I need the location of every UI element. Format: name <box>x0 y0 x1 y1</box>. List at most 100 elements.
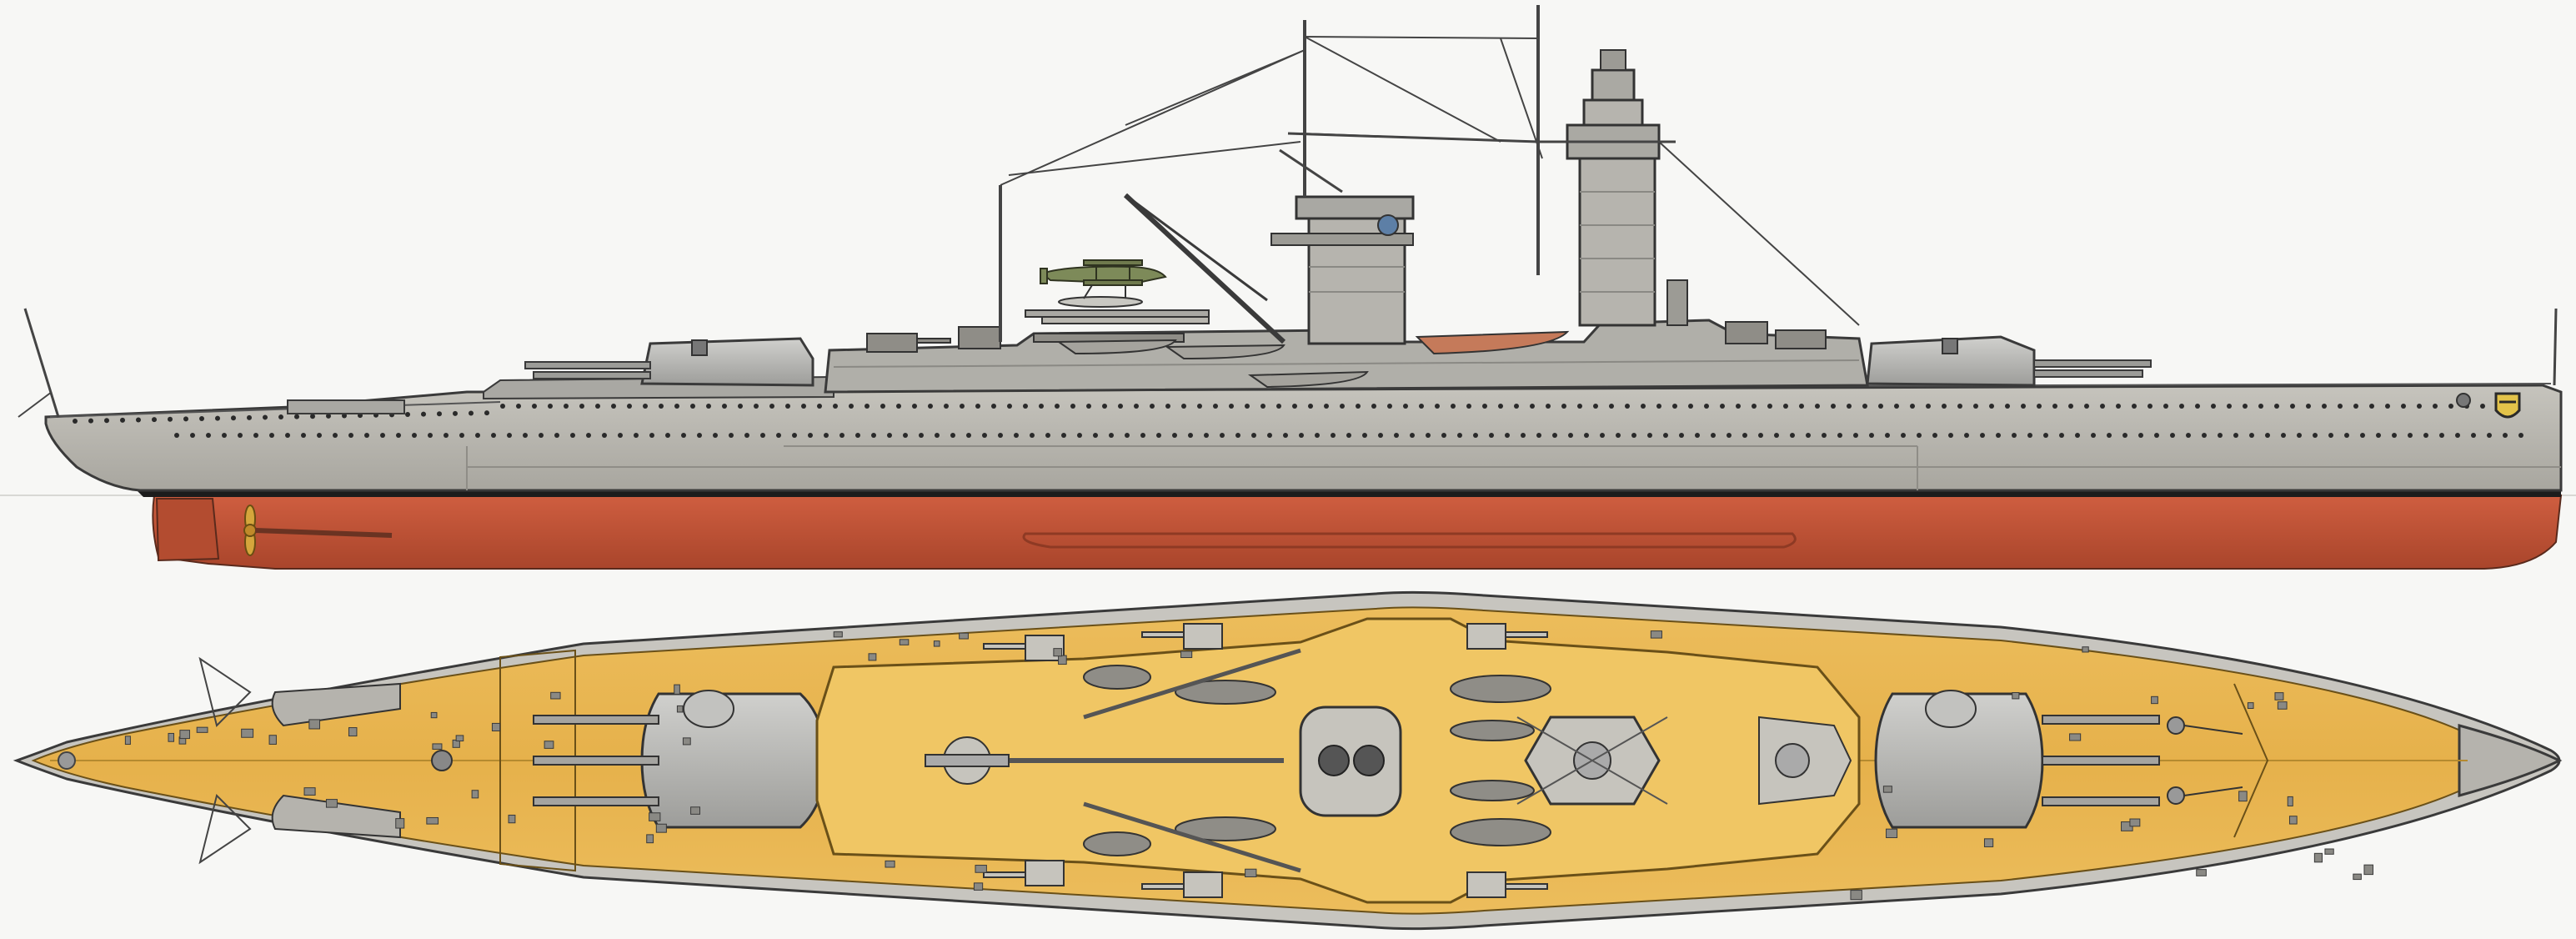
porthole <box>348 433 353 438</box>
porthole <box>152 417 157 423</box>
porthole <box>1948 433 1953 438</box>
porthole <box>1631 433 1636 438</box>
porthole <box>1039 404 1044 409</box>
porthole <box>2265 433 2270 438</box>
deck-fitting <box>1983 838 1994 847</box>
porthole <box>1894 404 1899 409</box>
porthole <box>865 404 870 409</box>
porthole <box>1957 404 1962 409</box>
porthole <box>1181 404 1186 409</box>
porthole <box>2233 433 2238 438</box>
porthole <box>1561 404 1566 409</box>
deck-fitting <box>933 640 940 647</box>
porthole <box>1165 404 1170 409</box>
porthole <box>713 433 718 438</box>
porthole <box>2075 433 2080 438</box>
porthole <box>2290 404 2295 409</box>
porthole <box>1853 433 1858 438</box>
porthole <box>2218 433 2223 438</box>
porthole <box>1419 404 1424 409</box>
porthole <box>199 415 204 421</box>
porthole <box>1055 404 1060 409</box>
deck-fitting <box>179 730 190 740</box>
deck-fitting <box>268 735 277 745</box>
quarterdeck-rail <box>49 401 501 418</box>
porthole <box>1577 404 1582 409</box>
porthole <box>1878 404 1883 409</box>
porthole <box>437 411 442 417</box>
porthole <box>1901 433 1906 438</box>
porthole <box>1774 433 1779 438</box>
deck-fitting <box>303 787 316 796</box>
deck-fitting <box>395 818 405 829</box>
porthole <box>507 433 512 438</box>
crest-icon <box>2494 392 2521 419</box>
porthole <box>1387 404 1392 409</box>
porthole <box>744 433 749 438</box>
porthole <box>1815 404 1820 409</box>
portholes <box>73 404 2523 438</box>
porthole <box>2258 404 2263 409</box>
rangefinder-post <box>1666 279 1688 326</box>
porthole <box>1356 404 1361 409</box>
porthole <box>1641 404 1646 409</box>
deck-fitting <box>2069 733 2082 741</box>
porthole <box>104 418 109 424</box>
porthole <box>444 433 449 438</box>
propeller-icon <box>243 505 257 556</box>
deck-fitting <box>899 639 910 645</box>
porthole <box>1498 404 1503 409</box>
deck-fitting <box>975 865 987 873</box>
anchor-icon <box>2456 393 2471 408</box>
porthole <box>1276 404 1281 409</box>
porthole <box>1426 433 1431 438</box>
porthole <box>554 433 559 438</box>
porthole <box>1466 404 1471 409</box>
porthole <box>1403 404 1408 409</box>
porthole <box>539 433 544 438</box>
porthole <box>2360 433 2365 438</box>
rudder <box>155 498 220 562</box>
deck-fitting <box>124 736 131 746</box>
deck-fitting <box>1180 650 1193 659</box>
deck-fitting <box>676 705 684 713</box>
porthole <box>380 433 385 438</box>
deck-fitting <box>2082 646 2089 653</box>
porthole <box>912 404 917 409</box>
porthole <box>1324 404 1329 409</box>
porthole <box>1267 433 1272 438</box>
porthole <box>928 404 933 409</box>
porthole <box>729 433 734 438</box>
porthole <box>1806 433 1811 438</box>
deck-fitting <box>1053 648 1063 657</box>
deck-fitting <box>2151 695 2158 705</box>
porthole <box>665 433 670 438</box>
porthole <box>944 404 949 409</box>
porthole <box>618 433 623 438</box>
porthole <box>1118 404 1123 409</box>
porthole <box>643 404 648 409</box>
deck-fitting <box>2288 816 2298 825</box>
deck-fitting <box>1650 630 1662 639</box>
porthole <box>2401 404 2406 409</box>
porthole <box>412 433 417 438</box>
porthole <box>998 433 1003 438</box>
porthole <box>1220 433 1225 438</box>
porthole <box>2084 404 2089 409</box>
porthole <box>579 404 584 409</box>
porthole <box>2005 404 2010 409</box>
porthole <box>364 433 369 438</box>
porthole <box>919 433 924 438</box>
deck-fitting <box>973 882 984 891</box>
deck-fitting <box>2247 702 2254 709</box>
porthole <box>1308 404 1313 409</box>
porthole <box>1235 433 1240 438</box>
stern-flagstaff <box>23 308 60 418</box>
porthole <box>317 433 322 438</box>
deck-fitting <box>471 790 479 799</box>
deck-fitting <box>348 727 358 737</box>
porthole <box>960 404 965 409</box>
porthole <box>674 404 679 409</box>
porthole <box>2274 404 2279 409</box>
